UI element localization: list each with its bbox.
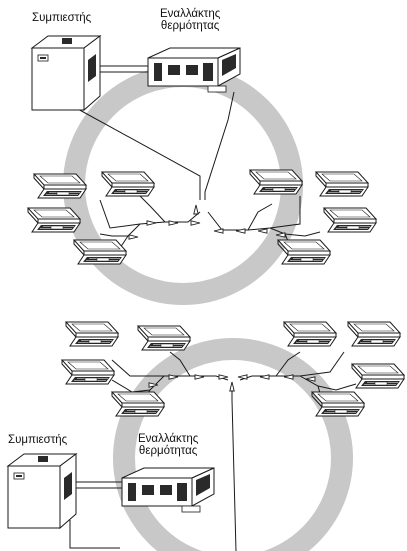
ceiling-cassette-unit-icon xyxy=(65,321,119,347)
bottom-system xyxy=(7,321,405,551)
ceiling-cassette-unit-icon xyxy=(351,363,405,389)
ceiling-cassette-unit-icon xyxy=(311,391,365,417)
bottom-ring xyxy=(113,338,353,551)
ceiling-cassette-unit-icon xyxy=(277,239,331,265)
top-exchanger-label: Εναλλάκτης θερμότητας xyxy=(160,8,220,32)
bottom-exchanger-label-line1: Εναλλάκτης xyxy=(138,433,199,445)
refnet-joint-icon xyxy=(218,374,229,380)
ceiling-cassette-unit-icon xyxy=(249,169,303,195)
bottom-exchanger-label-line2: θερμότητας xyxy=(138,445,198,457)
ceiling-cassette-unit-icon xyxy=(73,239,127,265)
top-pipes xyxy=(75,65,321,253)
refnet-joint-icon xyxy=(194,374,205,380)
ceiling-cassette-unit-icon xyxy=(283,321,337,347)
ceiling-cassette-unit-icon xyxy=(137,325,191,351)
ceiling-cassette-unit-icon xyxy=(315,171,369,197)
bottom-exchanger-label: Εναλλάκτης θερμότητας xyxy=(138,433,198,457)
compressor-unit-icon xyxy=(7,453,77,529)
top-exchanger-label-line1: Εναλλάκτης xyxy=(160,8,221,20)
refnet-joint-icon xyxy=(193,204,199,215)
top-exchanger-label-line2: θερμότητας xyxy=(160,20,220,32)
ceiling-cassette-unit-icon xyxy=(61,359,115,385)
top-system xyxy=(27,35,377,305)
ceiling-cassette-unit-icon xyxy=(33,173,87,199)
refnet-joint-icon xyxy=(259,374,270,380)
top-compressor-label: Συμπιεστής xyxy=(32,12,92,24)
ceiling-cassette-unit-icon xyxy=(111,391,165,417)
ceiling-cassette-unit-icon xyxy=(323,207,377,233)
refnet-joint-icon xyxy=(229,381,235,392)
compressor-unit-icon xyxy=(31,35,101,111)
refnet-joint-icon xyxy=(146,220,157,226)
bottom-refnet-joints xyxy=(148,374,316,392)
ceiling-cassette-unit-icon xyxy=(27,207,81,233)
refnet-joint-icon xyxy=(168,220,179,226)
refnet-joint-icon xyxy=(128,234,139,240)
heat-exchanger-unit-icon xyxy=(121,467,215,513)
refnet-joint-icon xyxy=(283,374,294,380)
ceiling-cassette-unit-icon xyxy=(101,171,155,197)
refnet-joint-icon xyxy=(213,228,224,234)
ceiling-cassette-unit-icon xyxy=(347,321,401,347)
refnet-joint-icon xyxy=(235,228,246,234)
refnet-joint-icon xyxy=(237,374,248,380)
refnet-joint-icon xyxy=(190,220,201,226)
bottom-compressor-label: Συμπιεστής xyxy=(8,434,68,446)
